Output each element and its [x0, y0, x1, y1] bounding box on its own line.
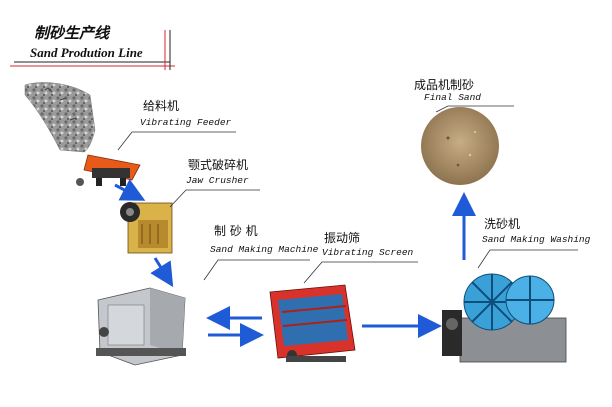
final-sand-label-cn: 成品机制砂	[414, 78, 475, 92]
sandmaker-label-en: Sand Making Machine	[210, 244, 319, 255]
header-underline	[10, 30, 175, 70]
vibrating-screen-image	[269, 284, 356, 362]
sand-making-machine-image	[96, 287, 186, 366]
page-title-cn: 制砂生产线	[34, 24, 110, 42]
jaw-crusher-image	[120, 202, 173, 254]
screen-label-en: Vibrating Screen	[322, 247, 414, 258]
page-title-en: Sand Prodution Line	[30, 45, 143, 60]
jaw-label-en: Jaw Crusher	[186, 175, 249, 186]
sandmaker-label-cn: 制 砂 机	[214, 224, 258, 238]
vibrating-feeder-image	[76, 154, 141, 186]
feeder-label-en: Vibrating Feeder	[140, 117, 232, 128]
leader-lines	[117, 105, 578, 284]
arrow-feeder-to-jaw	[114, 179, 146, 201]
rock-pile-image	[24, 82, 96, 153]
washer-label-cn: 洗砂机	[484, 217, 521, 231]
sand-washer-image	[442, 273, 567, 363]
final-sand-label-en: Final Sand	[424, 92, 482, 103]
washer-label-en: Sand Making Washing	[482, 234, 591, 245]
jaw-label-cn: 颚式破碎机	[188, 158, 249, 172]
arrow-jaw-to-sandmaker	[150, 257, 174, 288]
feeder-label-cn: 给料机	[143, 99, 180, 113]
flow-arrows	[114, 179, 476, 347]
final-sand-image	[421, 107, 499, 185]
screen-label-cn: 振动筛	[324, 231, 361, 245]
